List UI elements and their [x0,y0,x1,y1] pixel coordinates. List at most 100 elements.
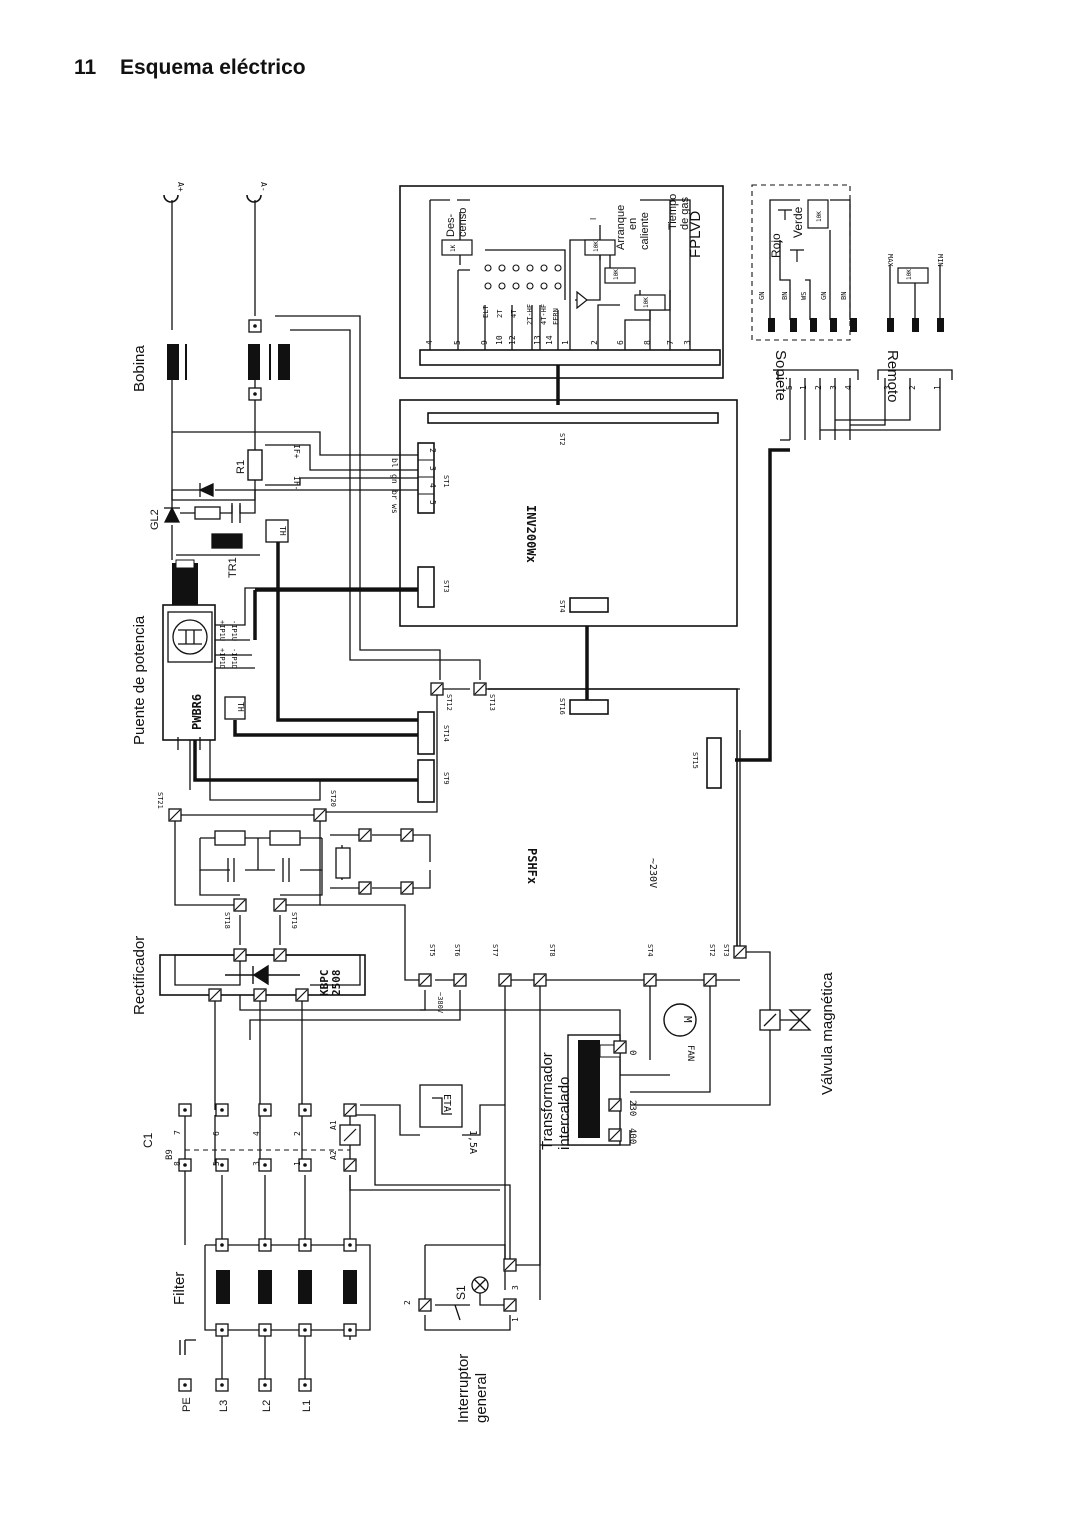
svg-text:ws: ws [390,504,399,514]
mode-contact [498,264,506,272]
switch-pins: 1 2 3 [403,1285,520,1322]
label-general: general [473,1373,490,1423]
contactor-pins: 8 7 6 5 4 3 2 1 [173,1130,302,1166]
label-interruptor: Interruptor [455,1354,472,1423]
remote-labels: 3 2 1 MAX MIN 10K [883,254,944,390]
plug-terminals [768,318,944,332]
dot-terminal-mark [263,1243,267,1247]
dashed-outlines [185,184,851,1151]
dot-terminal-mark [183,1383,187,1387]
svg-text:12: 12 [508,335,517,345]
bridge-pins: +IP1U -IP1U +IP1D -IP1D [218,620,238,669]
label-tr1: TR1 [227,557,239,578]
r1-resistor [247,449,263,481]
svg-text:4: 4 [252,1131,261,1136]
label-a1: A1 [329,1120,338,1130]
st16-connector [569,699,609,715]
svg-text:WS: WS [800,292,808,300]
svg-text:10K: 10K [593,241,600,252]
label-pshfx: PSHFx [525,848,539,884]
svg-text:1: 1 [561,340,570,345]
slash-terminal-mark [234,949,246,961]
svg-text:L2: L2 [261,1400,273,1412]
svg-text:ST14: ST14 [442,725,450,742]
slash-terminal-mark [419,974,431,986]
svg-text:14: 14 [545,335,554,345]
svg-text:PE: PE [181,1397,193,1412]
svg-text:5: 5 [785,385,794,390]
dot-terminal-mark [348,1328,352,1332]
mode-contact [554,264,562,272]
svg-text:BN: BN [840,292,848,300]
label-rectificador: Rectificador [131,936,148,1015]
mode-contact [526,282,534,290]
mode-contact [540,282,548,290]
svg-text:bl: bl [390,458,399,468]
label-aminus: A- [259,182,268,192]
section-number: 11 [74,56,97,79]
dot-terminal-mark [220,1108,224,1112]
svg-text:ST8: ST8 [548,944,556,957]
svg-text:Des-: Des- [445,213,457,237]
slash-terminal-mark [704,974,716,986]
fplvd-board [399,185,724,379]
svg-text:br: br [390,490,399,500]
mode-contact [526,264,534,272]
label-r1: R1 [235,460,247,474]
slash-terminal-mark [419,1299,431,1311]
svg-text:2T-HF: 2T-HF [526,304,534,325]
svg-text:ST4: ST4 [558,600,566,613]
slash-terminal-mark [274,949,286,961]
label-2508: 2508 [330,970,343,997]
slash-terminal-mark [734,946,746,958]
output-terminals [163,194,262,203]
slash-terminal-mark [254,989,266,1001]
fplvd-labels: 4 5 9 10 12 13 14 1 2 6 8 7 3 ELT 2T 4T … [425,218,692,345]
label-pwbr6: PWBR6 [190,694,204,730]
svg-text:2: 2 [908,385,917,390]
slash-terminal-mark [614,1041,626,1053]
thermal-sensors [224,519,289,720]
svg-text:ST19: ST19 [290,912,298,929]
svg-text:5: 5 [428,500,437,505]
plug-outlines [777,369,953,380]
slash-terminal-mark [499,974,511,986]
dot-terminal-mark [348,1243,352,1247]
dot-terminal-mark [220,1163,224,1167]
svg-text:10: 10 [495,335,504,345]
gl2-diodes [163,482,243,549]
fan-motor [663,1003,697,1037]
slash-terminal-mark [504,1259,516,1271]
svg-text:ST20: ST20 [329,790,337,807]
svg-text:8: 8 [173,1161,182,1166]
wiring [171,199,941,1380]
svg-text:-IP1U: -IP1U [230,620,238,641]
svg-text:Rojo: Rojo [769,233,783,258]
label-bobina: Bobina [131,345,148,392]
label-motor: M [681,1016,694,1023]
svg-text:de gas: de gas [679,196,691,230]
remote-pot [897,267,929,284]
label-fuse: 1,5A [467,1130,478,1154]
torch-controls [778,199,829,262]
svg-text:ST2: ST2 [558,433,566,446]
svg-text:3: 3 [883,385,892,390]
filter-chokes [216,1270,357,1304]
mode-contact [512,264,520,272]
slash-terminal-mark [296,989,308,1001]
power-wiring [193,365,790,782]
dot-terminal-mark [183,1108,187,1112]
dot-terminal-mark [183,1163,187,1167]
svg-text:gn: gn [390,474,399,484]
svg-text:ST9: ST9 [442,772,450,785]
dot-terminal-mark [220,1243,224,1247]
magnetic-valve [759,1009,812,1031]
mode-contact [498,282,506,290]
label-intercalado: intercalado [556,1077,573,1150]
svg-text:Arranque: Arranque [615,205,627,250]
svg-text:13: 13 [533,335,542,345]
st15-connector [706,737,722,789]
dot-terminal-mark [303,1163,307,1167]
